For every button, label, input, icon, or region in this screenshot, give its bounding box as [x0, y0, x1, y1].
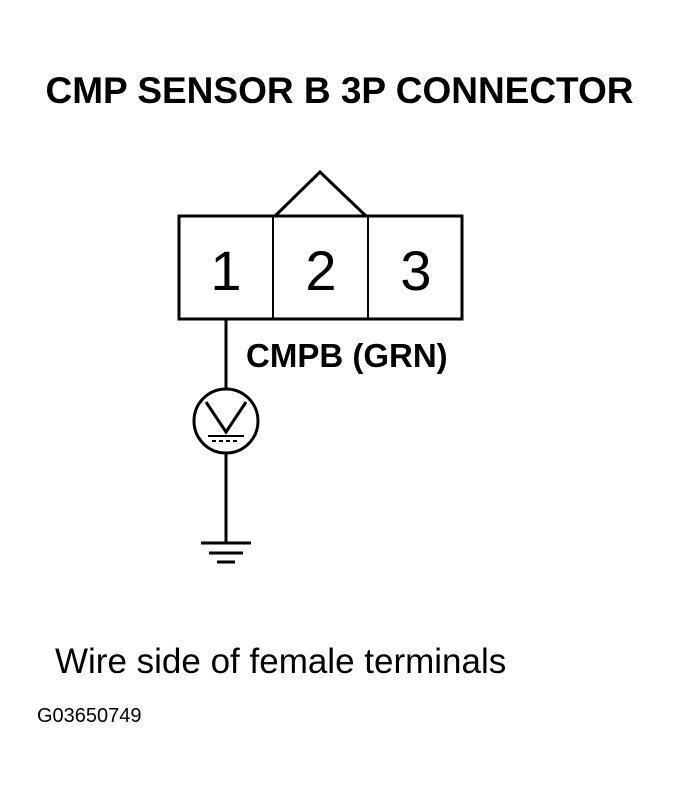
wire-label: CMPB (GRN)	[246, 337, 448, 374]
diagram-title: CMP SENSOR B 3P CONNECTOR	[45, 70, 634, 111]
terminal-3-label: 3	[400, 239, 431, 302]
voltmeter-icon	[192, 387, 260, 455]
ground-icon	[201, 541, 251, 564]
connector-lock-tab	[273, 169, 368, 218]
caption: Wire side of female terminals	[55, 642, 507, 681]
figure-id: G03650749	[37, 705, 142, 727]
terminal-1-label: 1	[210, 239, 241, 302]
terminal-2-label: 2	[305, 239, 336, 302]
connector-housing	[177, 214, 464, 321]
